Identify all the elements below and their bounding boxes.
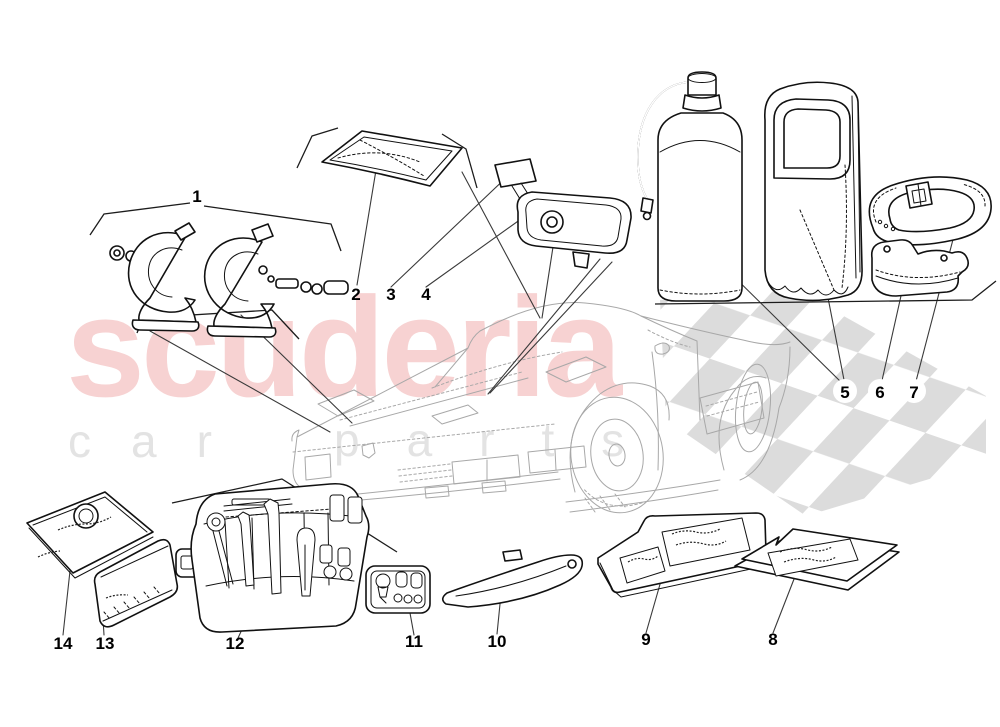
callout-6: 6 — [875, 383, 884, 402]
bracket-item1-right — [203, 205, 342, 252]
callout-13: 13 — [96, 634, 115, 653]
callout-11: 11 — [405, 632, 423, 651]
document-wallet-left-drawing — [597, 512, 767, 598]
leader-pad-to-car — [461, 171, 541, 319]
callout-3: 3 — [386, 285, 395, 304]
watermark-brand-text: scuderia — [66, 268, 623, 427]
bracket-item2-left — [296, 127, 339, 169]
spare-bulb-box-drawing — [365, 565, 431, 614]
callout-12: 12 — [226, 634, 245, 653]
callout-4: 4 — [421, 285, 431, 304]
owners-manual-drawing — [26, 491, 154, 579]
leader-callout-2 — [356, 157, 379, 286]
inflator-bottle-drawing — [637, 71, 743, 302]
watermark-layer: scuderia car parts — [66, 268, 986, 516]
leader-lines — [62, 127, 997, 639]
leader-horns-to-car-a — [149, 330, 331, 433]
leader-callout-4 — [425, 213, 529, 288]
callout-10: 10 — [488, 632, 507, 651]
car-sketch — [291, 302, 791, 514]
leather-case-drawing — [870, 239, 969, 297]
label-halo-7 — [902, 379, 926, 403]
watermark-word-car: car — [68, 415, 252, 467]
callout-2: 2 — [351, 285, 360, 304]
document-folder-drawing — [93, 538, 179, 628]
label-halo-5 — [833, 379, 857, 403]
protective-pad-drawing — [321, 130, 463, 187]
leader-mirror-to-car-a — [541, 246, 554, 319]
callout-14: 14 — [54, 634, 73, 653]
callout-1: 1 — [192, 187, 201, 206]
shelf-line — [654, 280, 997, 305]
interior-mirror-drawing — [494, 158, 632, 269]
storage-pouch-drawing — [763, 81, 863, 302]
bracket-item2-right — [441, 133, 478, 189]
leader-callout-3 — [390, 171, 513, 288]
leader-mirror-to-car-b — [487, 258, 601, 395]
callout-labels: 1 2 3 4 5 6 7 8 9 10 11 12 13 14 — [54, 187, 926, 653]
lever-tool-drawing — [441, 549, 584, 608]
checkered-flag-graphic — [660, 287, 986, 516]
label-halo-6 — [868, 379, 892, 403]
watermark-word-parts: parts — [334, 414, 671, 466]
horn-pair-drawing — [109, 222, 349, 338]
bracket-item1-left — [89, 202, 191, 236]
document-wallet-right-drawing — [734, 528, 900, 591]
tool-roll-drawing — [175, 482, 370, 633]
callout-7: 7 — [909, 383, 918, 402]
callout-5: 5 — [840, 383, 849, 402]
fastening-belt-drawing — [868, 176, 992, 246]
callout-9: 9 — [641, 630, 650, 649]
callout-8: 8 — [768, 630, 777, 649]
leader-mirror-to-car-c — [489, 261, 613, 394]
